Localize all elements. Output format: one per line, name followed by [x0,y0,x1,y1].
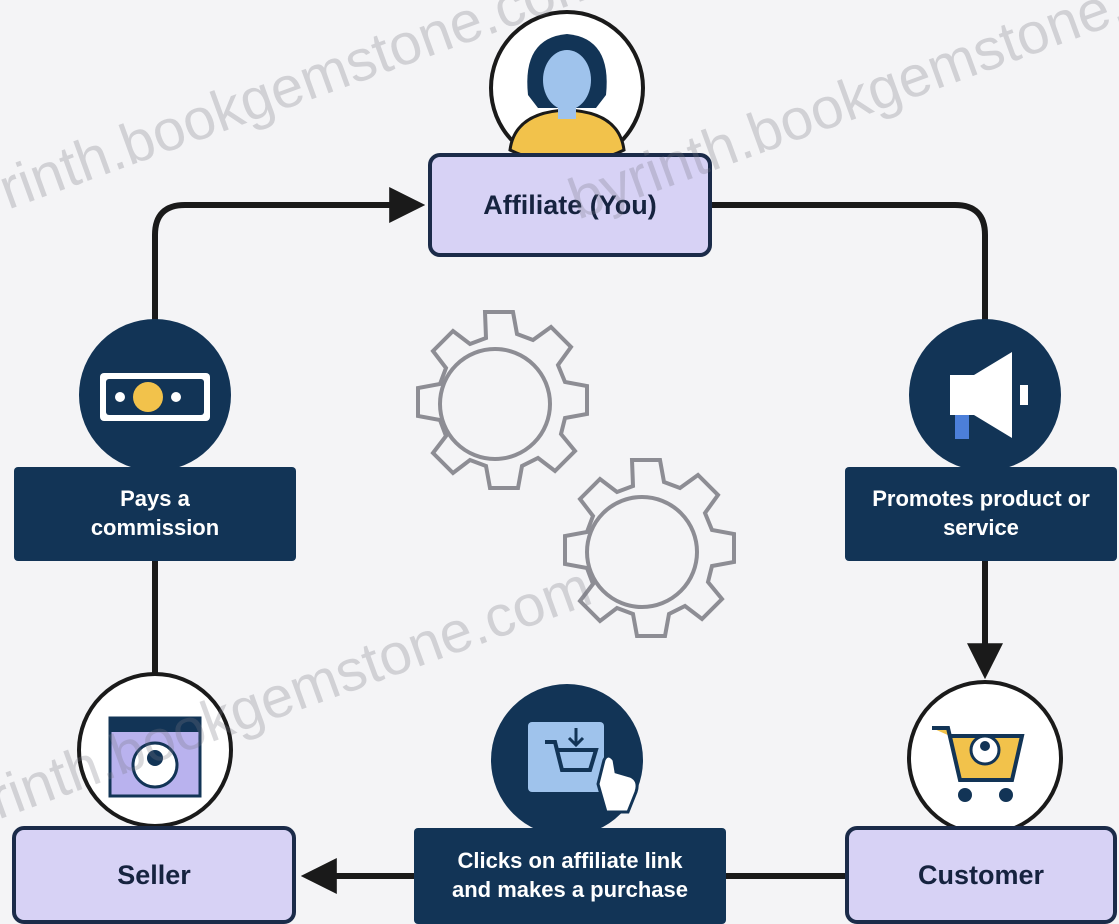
customer-label: Customer [917,859,1045,890]
megaphone-icon [909,319,1061,471]
affiliate-label: Affiliate (You) [483,189,657,220]
seller-node: Seller [12,826,296,924]
shopping-cart-click-icon [491,684,643,836]
person-avatar-icon [489,10,645,166]
clicks-step: Clicks on affiliate link and makes a pur… [414,828,726,924]
clicks-label: Clicks on affiliate link and makes a pur… [451,848,688,902]
affiliate-node: Affiliate (You) [428,153,712,257]
storefront-icon [77,672,233,828]
customer-node: Customer [845,826,1117,924]
money-bill-icon [79,319,231,471]
promotes-label: Promotes product or service [872,486,1090,540]
pays-commission-label: Pays a commission [90,486,220,540]
pays-commission-step: Pays a commission [14,467,296,561]
connector-affiliate-to-customer [712,202,1003,680]
gears-icon [416,310,736,638]
promotes-step: Promotes product or service [845,467,1117,561]
shopping-cart-user-icon [907,680,1063,836]
connector-seller-to-affiliate [152,187,426,700]
seller-label: Seller [117,859,191,890]
